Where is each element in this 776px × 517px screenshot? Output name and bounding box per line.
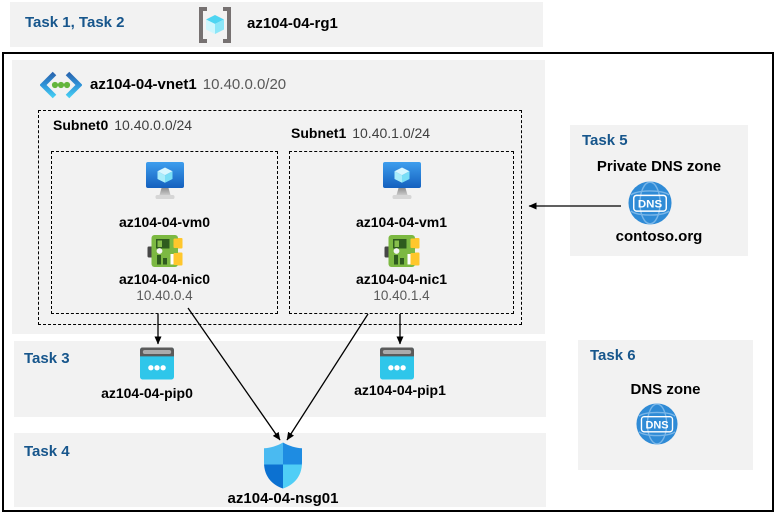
dns-globe-icon: DNS — [628, 181, 672, 225]
subnet1-label: Subnet1 10.40.1.0/24 — [291, 125, 430, 141]
public-ip-icon — [380, 347, 414, 380]
task-4-label: Task 4 — [24, 443, 70, 460]
subnet0-cidr: 10.40.0.0/24 — [114, 117, 193, 133]
dns-zone-title: DNS zone — [630, 381, 701, 398]
subnet1-cidr: 10.40.1.0/24 — [352, 125, 431, 141]
private-dns-zone-name: contoso.org — [615, 228, 703, 245]
dns-icon-text: DNS — [645, 419, 668, 431]
private-dns-zone-title: Private DNS zone — [596, 158, 722, 175]
vm1-label: az104-04-vm1 — [355, 214, 448, 230]
task-6-label: Task 6 — [590, 347, 636, 364]
dns-icon-text: DNS — [638, 199, 663, 211]
subnet0-box: az104-04-vm0 az104-04-nic0 10.40.0.4 — [51, 151, 278, 314]
resource-group-icon — [199, 7, 231, 43]
task-1-2-band: Task 1, Task 2 az104-04-rg1 — [10, 2, 543, 47]
vm-icon — [380, 162, 424, 204]
dns-globe-icon: DNS — [636, 403, 678, 445]
vnet-name: az104-04-vnet1 — [90, 76, 197, 93]
subnet1-name: Subnet1 — [291, 125, 347, 141]
task-6-box: Task 6 DNS zone DNS — [578, 340, 753, 470]
subnet1-box: az104-04-vm1 az104-04-nic1 10.40.1.4 — [289, 151, 514, 314]
virtual-network-icon — [40, 71, 82, 99]
pip1-label: az104-04-pip1 — [354, 382, 446, 398]
vnet-panel: az104-04-vnet1 10.40.0.0/20 Subnet0 10.40.… — [12, 60, 545, 334]
nic1-ip: 10.40.1.4 — [373, 288, 430, 303]
nic0-label: az104-04-nic0 — [118, 271, 211, 287]
task-1-2-label: Task 1, Task 2 — [25, 14, 125, 31]
resource-group-label: az104-04-rg1 — [247, 15, 338, 32]
vm0-label: az104-04-vm0 — [118, 214, 211, 230]
subnet0-label: Subnet0 10.40.0.0/24 — [53, 117, 192, 133]
pip0-label: az104-04-pip0 — [101, 385, 193, 401]
nic0-ip: 10.40.0.4 — [136, 288, 193, 303]
task-4-band: Task 4 az104-04-nsg01 — [14, 433, 546, 507]
vm-icon — [143, 162, 187, 204]
nic-icon — [147, 233, 183, 269]
task-3-label: Task 3 — [24, 350, 70, 367]
vnet-header: az104-04-vnet1 10.40.0.0/20 — [90, 76, 286, 93]
diagram-border — [2, 52, 774, 512]
task-5-label: Task 5 — [582, 132, 628, 149]
task-5-box: Task 5 Private DNS zone DNS contoso.org — [570, 125, 748, 256]
nic-icon — [384, 233, 420, 269]
nsg-label: az104-04-nsg01 — [227, 490, 339, 507]
task-3-band: Task 3 az104-04-pip0 az104-04-pip1 — [14, 341, 546, 417]
subnet0-name: Subnet0 — [53, 117, 109, 133]
nic1-label: az104-04-nic1 — [355, 271, 448, 287]
public-ip-icon — [140, 347, 174, 380]
nsg-shield-icon — [264, 442, 302, 489]
vnet-cidr: 10.40.0.0/20 — [202, 76, 287, 93]
